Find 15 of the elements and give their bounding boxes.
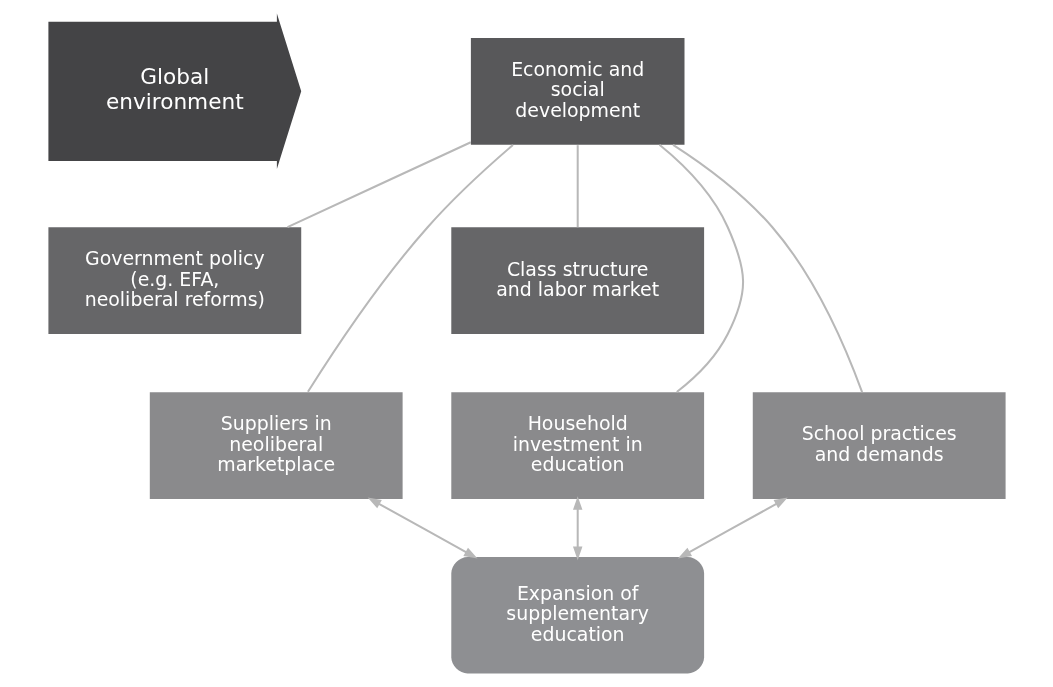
arrow xyxy=(572,496,582,561)
node-box: Suppliers in neoliberal marketplace xyxy=(149,392,403,499)
node-box: Class structure and labor market xyxy=(450,227,704,335)
node-box: Government policy (e.g. EFA, neoliberal reforms) xyxy=(47,227,301,335)
connector xyxy=(672,143,863,393)
node-box: School practices and demands xyxy=(752,392,1006,499)
connector xyxy=(576,145,579,228)
arrow xyxy=(367,497,478,559)
node-box: Economic and social development xyxy=(470,37,684,145)
node-box: Household investment in education xyxy=(450,392,704,499)
arrow xyxy=(677,497,788,559)
connector xyxy=(286,141,471,229)
node-box: Expansion of supplementary education xyxy=(450,557,704,674)
connector xyxy=(658,144,744,393)
connector xyxy=(306,144,514,393)
